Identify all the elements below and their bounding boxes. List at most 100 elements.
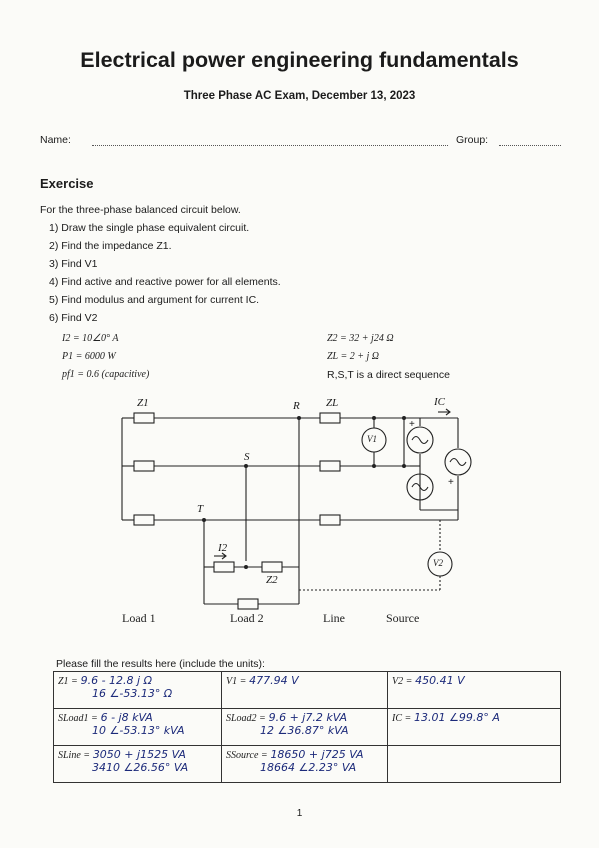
junction-dot	[202, 518, 206, 522]
table-row: Z1 = 9.6 - 12.8 j Ω 16 ∠-53.13° Ω V1 = 4…	[53, 671, 561, 709]
handwritten-answer: 12 ∠36.87° kVA	[260, 724, 349, 737]
caption-load2: Load 2	[230, 611, 264, 625]
junction-dot	[244, 464, 248, 468]
result-cell-ic[interactable]: IC = 13.01 ∠99.8° A	[387, 708, 561, 746]
page-number: 1	[296, 808, 303, 819]
result-label: IC =	[392, 713, 412, 724]
voltmeter-v2-icon	[427, 551, 453, 577]
handwritten-answer: 9.6 - 12.8 j Ω	[80, 674, 152, 687]
z2-resistor-ts	[213, 561, 235, 573]
result-cell-empty[interactable]	[387, 745, 561, 783]
exam-subtitle: Three Phase AC Exam, December 13, 2023	[183, 90, 416, 102]
ac-wave-icon	[449, 457, 467, 467]
handwritten-answer: 3410 ∠26.56° VA	[92, 761, 189, 774]
junction-dot	[402, 416, 406, 420]
result-label: SSource =	[226, 750, 268, 761]
z2-resistor-tr	[237, 598, 259, 610]
label-zl: ZL	[326, 397, 339, 409]
junction-dot	[402, 464, 406, 468]
junction-dot	[297, 416, 301, 420]
caption-line: Line	[323, 611, 345, 625]
label-v2: V2	[433, 558, 443, 568]
result-cell-ssource[interactable]: SSource = 18650 + j725 VA 18664 ∠2.23° V…	[221, 745, 388, 783]
result-cell-sline[interactable]: SLine = 3050 + j1525 VA 3410 ∠26.56° VA	[53, 745, 222, 783]
table-row: SLoad1 = 6 - j8 kVA 10 ∠-53.13° kVA SLoa…	[53, 708, 561, 746]
exercise-heading: Exercise	[40, 176, 94, 191]
junction-dot	[372, 416, 376, 420]
result-label: SLoad1 =	[58, 713, 98, 724]
handwritten-answer: 450.41 V	[415, 674, 465, 687]
result-label: SLoad2 =	[226, 713, 266, 724]
exercise-intro: For the three-phase balanced circuit bel…	[40, 204, 241, 216]
task-item: 2) Find the impedance Z1.	[49, 240, 172, 252]
junction-dot	[244, 565, 248, 569]
caption-source: Source	[386, 611, 420, 625]
result-label: V1 =	[226, 676, 247, 687]
task-item: 4) Find active and reactive power for al…	[49, 276, 281, 288]
zl-resistor-s	[319, 460, 341, 472]
result-label: Z1 =	[58, 676, 78, 687]
caption-load1: Load 1	[122, 611, 156, 625]
ac-wave-icon	[411, 482, 429, 492]
result-label: SLine =	[58, 750, 91, 761]
label-r: R	[293, 400, 300, 412]
label-t: T	[197, 503, 204, 515]
label-s: S	[244, 451, 250, 463]
z2-resistor-sr	[261, 561, 283, 573]
task-item: 6) Find V2	[49, 312, 98, 324]
current-arrowhead-icon	[445, 408, 451, 416]
name-field[interactable]	[92, 145, 448, 146]
name-label: Name:	[40, 134, 71, 146]
given-i2: I2 = 10∠0° A	[62, 333, 119, 344]
ac-wave-icon	[411, 435, 429, 445]
z1-resistor-r	[133, 412, 155, 424]
given-pf1: pf1 = 0.6 (capacitive)	[62, 369, 150, 380]
z1-resistor-t	[133, 514, 155, 526]
task-item: 1) Draw the single phase equivalent circ…	[49, 222, 250, 234]
handwritten-answer: 477.94 V	[249, 674, 299, 687]
source-t-icon	[444, 448, 472, 476]
handwritten-answer: 10 ∠-53.13° kVA	[92, 724, 185, 737]
handwritten-answer: 13.01 ∠99.8° A	[414, 711, 500, 724]
given-z2: Z2 = 32 + j24 Ω	[327, 333, 394, 344]
label-ic: IC	[434, 396, 445, 408]
results-table: Z1 = 9.6 - 12.8 j Ω 16 ∠-53.13° Ω V1 = 4…	[53, 671, 561, 783]
polarity-plus: +	[409, 419, 415, 430]
task-item: 5) Find modulus and argument for current…	[49, 294, 260, 306]
result-cell-v2[interactable]: V2 = 450.41 V	[387, 671, 561, 709]
result-cell-z1[interactable]: Z1 = 9.6 - 12.8 j Ω 16 ∠-53.13° Ω	[53, 671, 222, 709]
handwritten-answer: 16 ∠-53.13° Ω	[92, 687, 173, 700]
zl-resistor-r	[319, 412, 341, 424]
z1-resistor-s	[133, 460, 155, 472]
source-s-icon	[406, 473, 434, 501]
polarity-plus: +	[448, 477, 454, 488]
zl-resistor-t	[319, 514, 341, 526]
label-z1: Z1	[137, 397, 149, 409]
label-i2: I2	[218, 542, 228, 554]
given-p1: P1 = 6000 W	[62, 351, 116, 362]
given-zl: ZL = 2 + j Ω	[327, 351, 379, 362]
result-cell-sload1[interactable]: SLoad1 = 6 - j8 kVA 10 ∠-53.13° kVA	[53, 708, 222, 746]
handwritten-answer: 18664 ∠2.23° VA	[260, 761, 357, 774]
label-v1: V1	[367, 434, 377, 444]
handwritten-answer: 9.6 + j7.2 kVA	[268, 711, 348, 724]
current-arrowhead-icon	[221, 552, 227, 560]
page-title: Electrical power engineering fundamental…	[80, 48, 519, 72]
results-hint: Please fill the results here (include th…	[56, 658, 265, 670]
group-label: Group:	[456, 134, 489, 146]
handwritten-answer: 3050 + j1525 VA	[92, 748, 186, 761]
given-sequence: R,S,T is a direct sequence	[327, 369, 450, 381]
table-row: SLine = 3050 + j1525 VA 3410 ∠26.56° VA …	[53, 745, 561, 783]
result-cell-sload2[interactable]: SLoad2 = 9.6 + j7.2 kVA 12 ∠36.87° kVA	[221, 708, 388, 746]
result-cell-v1[interactable]: V1 = 477.94 V	[221, 671, 388, 709]
label-z2: Z2	[266, 574, 278, 586]
handwritten-answer: 18650 + j725 VA	[270, 748, 364, 761]
task-item: 3) Find V1	[49, 258, 98, 270]
group-field[interactable]	[499, 145, 561, 146]
result-label: V2 =	[392, 676, 413, 687]
source-r-icon	[406, 426, 434, 454]
handwritten-answer: 6 - j8 kVA	[100, 711, 153, 724]
junction-dot	[372, 464, 376, 468]
voltmeter-v1-icon	[361, 427, 387, 453]
